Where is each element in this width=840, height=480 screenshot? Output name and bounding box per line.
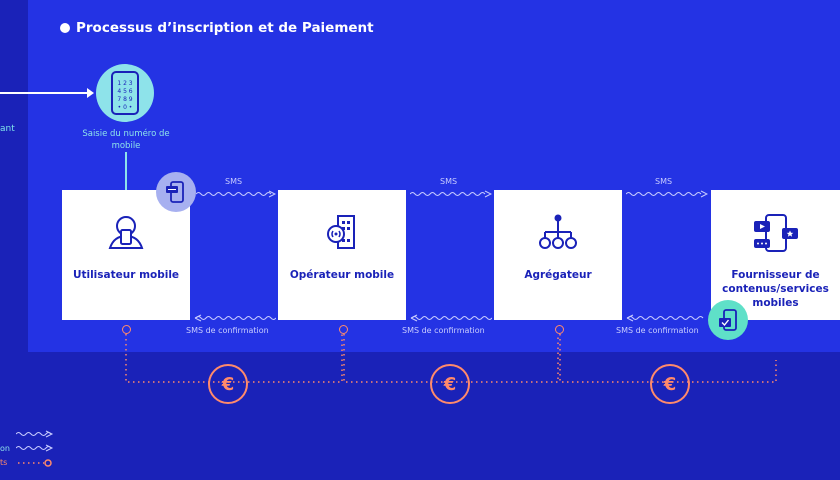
hierarchy-icon bbox=[494, 214, 622, 250]
node-provider: Fournisseur de contenus/services mobiles bbox=[711, 190, 840, 320]
legend-dotted-icon bbox=[18, 459, 52, 467]
payment-node-ring bbox=[122, 325, 131, 334]
sms-forward-arrow bbox=[410, 190, 492, 198]
sms-forward-arrow bbox=[626, 190, 708, 198]
legend-text-sms: on bbox=[0, 444, 10, 453]
keypad-row: 7 8 9 bbox=[117, 96, 132, 103]
keypad-row: • 0 • bbox=[118, 104, 133, 111]
euro-payment-icon: € bbox=[430, 364, 470, 404]
sms-flow-label: SMS bbox=[225, 177, 243, 186]
user-with-phone-icon bbox=[62, 214, 190, 250]
building-signal-icon bbox=[278, 214, 406, 250]
media-services-icon bbox=[711, 214, 840, 254]
legend-wave-icon bbox=[16, 444, 54, 452]
confirmation-back-arrow bbox=[626, 314, 704, 322]
confirmation-flow-label: SMS de confirmation bbox=[616, 326, 699, 335]
euro-payment-icon: € bbox=[650, 364, 690, 404]
legend-text-payment: ts bbox=[0, 458, 8, 467]
sms-flow-label: SMS bbox=[440, 177, 458, 186]
legend-wave-icon bbox=[16, 430, 54, 438]
payment-dotted-lines bbox=[125, 334, 777, 383]
node-user: Utilisateur mobile bbox=[62, 190, 190, 320]
entry-arrow bbox=[0, 88, 94, 98]
sms-flow-label: SMS bbox=[655, 177, 673, 186]
node-label: Opérateur mobile bbox=[289, 269, 395, 281]
node-aggregator: Agrégateur bbox=[494, 190, 622, 320]
confirmation-flow-label: SMS de confirmation bbox=[402, 326, 485, 335]
phone-connector-line bbox=[125, 152, 127, 190]
diagram-title: Processus d’inscription et de Paiement bbox=[60, 20, 374, 36]
euro-payment-icon: € bbox=[208, 364, 248, 404]
confirmation-phone-badge-icon bbox=[708, 300, 748, 340]
sms-phone-badge-icon bbox=[156, 172, 196, 212]
bullet-icon bbox=[60, 23, 70, 33]
payment-node-ring bbox=[339, 325, 348, 334]
title-text: Processus d’inscription et de Paiement bbox=[76, 20, 374, 36]
sms-forward-arrow bbox=[196, 190, 276, 198]
node-label: Utilisateur mobile bbox=[72, 269, 180, 281]
keypad-row: 4 5 6 bbox=[117, 88, 132, 95]
keypad-row: 1 2 3 bbox=[117, 80, 132, 87]
phone-input-label: Saisie du numéro de mobile bbox=[82, 129, 170, 151]
node-label: Agrégateur bbox=[524, 269, 592, 281]
confirmation-flow-label: SMS de confirmation bbox=[186, 326, 269, 335]
node-label: Fournisseur de contenus/services mobiles bbox=[722, 269, 829, 309]
confirmation-back-arrow bbox=[410, 314, 492, 322]
node-operator: Opérateur mobile bbox=[278, 190, 406, 320]
payment-node-ring bbox=[555, 325, 564, 334]
phone-keypad-icon: 1 2 3 4 5 6 7 8 9 • 0 • bbox=[96, 64, 154, 122]
left-cropped-text: ant bbox=[0, 124, 15, 134]
confirmation-back-arrow bbox=[194, 314, 276, 322]
